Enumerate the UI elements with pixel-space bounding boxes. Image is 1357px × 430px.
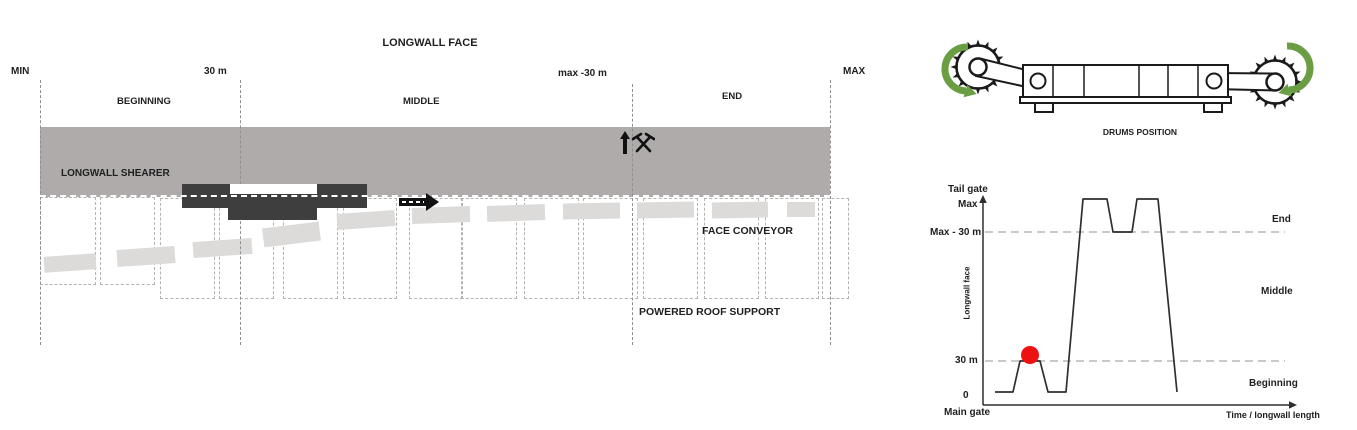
chart-region-middle-label: Middle bbox=[1261, 286, 1293, 297]
ytick-max-label: Max bbox=[958, 199, 978, 210]
conveyor-pan bbox=[787, 202, 815, 217]
ytick-max-minus-30-label: Max - 30 m bbox=[930, 227, 982, 238]
y-axis-title: Longwall face bbox=[962, 266, 972, 320]
face-line bbox=[40, 195, 830, 197]
roof-support-outline bbox=[100, 197, 155, 285]
mining-symbol-icon bbox=[620, 131, 655, 154]
shearer-side-body bbox=[968, 57, 1285, 113]
x-axis-title: Time / longwall length bbox=[1226, 410, 1320, 420]
roof-support-outline bbox=[461, 198, 517, 299]
thirty-m-marker-label: 30 m bbox=[204, 66, 227, 77]
chart-region-beginning-label: Beginning bbox=[1249, 378, 1298, 389]
conveyor-pan bbox=[486, 203, 546, 223]
conveyor-pan bbox=[711, 201, 769, 219]
min-marker-label: MIN bbox=[11, 66, 30, 77]
coal-face-band bbox=[40, 127, 830, 197]
roof-support-outline bbox=[409, 198, 463, 299]
zone-end-label: END bbox=[722, 91, 743, 102]
conveyor-pan bbox=[636, 201, 695, 219]
ytick-30m-label: 30 m bbox=[955, 355, 978, 366]
roof-support-outline bbox=[765, 198, 819, 299]
max-minus-30-guide-line bbox=[632, 84, 633, 345]
drums-position-caption: DRUMS POSITION bbox=[1102, 127, 1178, 137]
max-minus-30-marker-label: max -30 m bbox=[558, 68, 607, 79]
right-rotation-arrow-icon bbox=[1278, 42, 1314, 97]
zone-middle-label: MIDDLE bbox=[403, 96, 440, 107]
shearer-ranging-arm bbox=[228, 208, 317, 220]
roof-support-outline bbox=[822, 198, 849, 299]
shearer-position-chart bbox=[979, 195, 1297, 409]
zone-beginning-label: BEGINNING bbox=[117, 96, 171, 107]
conveyor-pan bbox=[562, 202, 621, 220]
shearer-direction-arrow-icon bbox=[399, 193, 439, 211]
crossed-hammers-icon bbox=[631, 132, 655, 153]
shearer-position-line bbox=[995, 198, 1178, 393]
roof-support-outline bbox=[643, 198, 698, 299]
shearer-label: LONGWALL SHEARER bbox=[61, 168, 170, 179]
shearer-notch bbox=[230, 184, 317, 194]
powered-roof-support-label: POWERED ROOF SUPPORT bbox=[639, 306, 781, 318]
main-gate-label: Main gate bbox=[944, 407, 991, 418]
tail-gate-label: Tail gate bbox=[948, 184, 988, 195]
roof-support-outline bbox=[583, 198, 638, 299]
roof-support-outline bbox=[524, 198, 579, 299]
roof-support-outline bbox=[343, 198, 397, 299]
chart-gridlines bbox=[985, 231, 1285, 362]
max-guide-line bbox=[830, 80, 831, 345]
ytick-zero-label: 0 bbox=[963, 390, 969, 401]
face-conveyor-label: FACE CONVEYOR bbox=[702, 225, 794, 237]
roof-support-outline bbox=[704, 198, 759, 299]
min-guide-line bbox=[40, 80, 41, 345]
chart-region-end-label: End bbox=[1272, 214, 1291, 225]
drums-position-diagram bbox=[941, 39, 1314, 113]
longwall-shearer bbox=[182, 184, 367, 220]
chart-axes bbox=[979, 195, 1297, 409]
max-marker-label: MAX bbox=[843, 66, 866, 77]
current-position-dot bbox=[1021, 346, 1039, 364]
page-title: LONGWALL FACE bbox=[382, 37, 478, 49]
left-rotation-arrow-icon bbox=[941, 43, 977, 98]
up-arrow-icon bbox=[620, 131, 630, 154]
